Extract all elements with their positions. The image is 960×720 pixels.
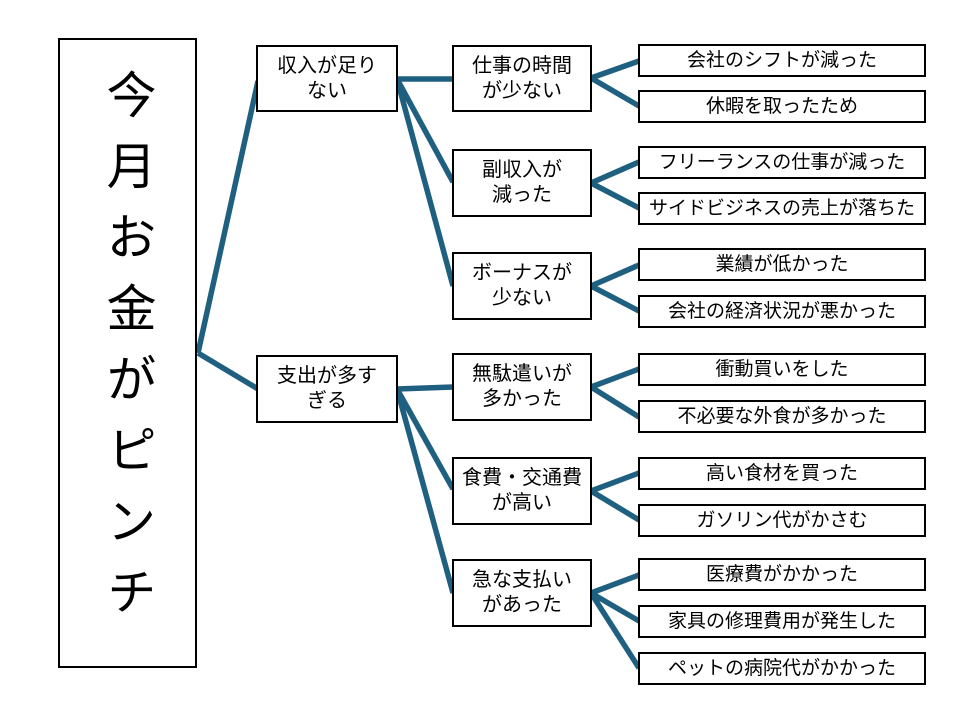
- leaf-node: 休暇を取ったため: [638, 90, 926, 123]
- cause-sudden-payments: 急な支払い があった: [452, 559, 592, 627]
- cause-work-hours-short: 仕事の時間 が少ない: [452, 45, 592, 112]
- leaf-node: 不必要な外食が多かった: [638, 400, 926, 433]
- connector-line: [196, 350, 260, 392]
- connector-line: [589, 590, 641, 624]
- leaf-node: 会社のシフトが減った: [638, 44, 926, 77]
- connector-line: [394, 77, 456, 184]
- connector-line: [394, 387, 456, 491]
- connector-line: [589, 75, 641, 109]
- leaf-node: 高い食材を買った: [638, 457, 926, 490]
- branch-income-insufficient: 収入が足り ない: [256, 45, 398, 112]
- leaf-node: フリーランスの仕事が減った: [638, 146, 926, 179]
- connector-line: [394, 388, 456, 594]
- connector-line: [590, 572, 640, 596]
- connector-line: [589, 180, 641, 211]
- leaf-node: 会社の経済状況が悪かった: [638, 295, 926, 328]
- cause-food-transport-costs: 食費・交通費 が高い: [452, 457, 592, 525]
- branch-overspending: 支出が多す ぎる: [256, 355, 398, 423]
- connector-line: [590, 58, 640, 81]
- root-node-label: 今月お金がピンチ: [99, 69, 156, 637]
- leaf-node: 業績が低かった: [638, 248, 926, 281]
- leaf-node: 家具の修理費用が発生した: [638, 605, 926, 638]
- leaf-node: 衝動買いをした: [638, 353, 926, 386]
- connector-line: [195, 80, 261, 354]
- connector-line: [394, 78, 456, 287]
- connector-line: [589, 384, 641, 420]
- connector-line: [590, 366, 640, 390]
- leaf-node: ペットの病院代がかかった: [638, 652, 926, 685]
- connector-line: [589, 283, 641, 314]
- connector-line: [396, 384, 454, 392]
- cause-side-income-decreased: 副収入が 減った: [452, 149, 592, 217]
- cause-wasteful-spending: 無駄遣いが 多かった: [452, 353, 592, 421]
- connector-line: [590, 470, 640, 494]
- cause-bonus-small: ボーナスが 少ない: [452, 252, 592, 320]
- root-node: 今月お金がピンチ: [58, 38, 197, 668]
- connector-line: [589, 262, 641, 289]
- connector-line: [588, 591, 642, 670]
- leaf-node: サイドビジネスの売上が落ちた: [638, 192, 926, 225]
- leaf-node: 医療費がかかった: [638, 558, 926, 591]
- leaf-node: ガソリン代がかさむ: [638, 504, 926, 537]
- connector-line: [589, 159, 641, 186]
- connector-line: [589, 488, 641, 523]
